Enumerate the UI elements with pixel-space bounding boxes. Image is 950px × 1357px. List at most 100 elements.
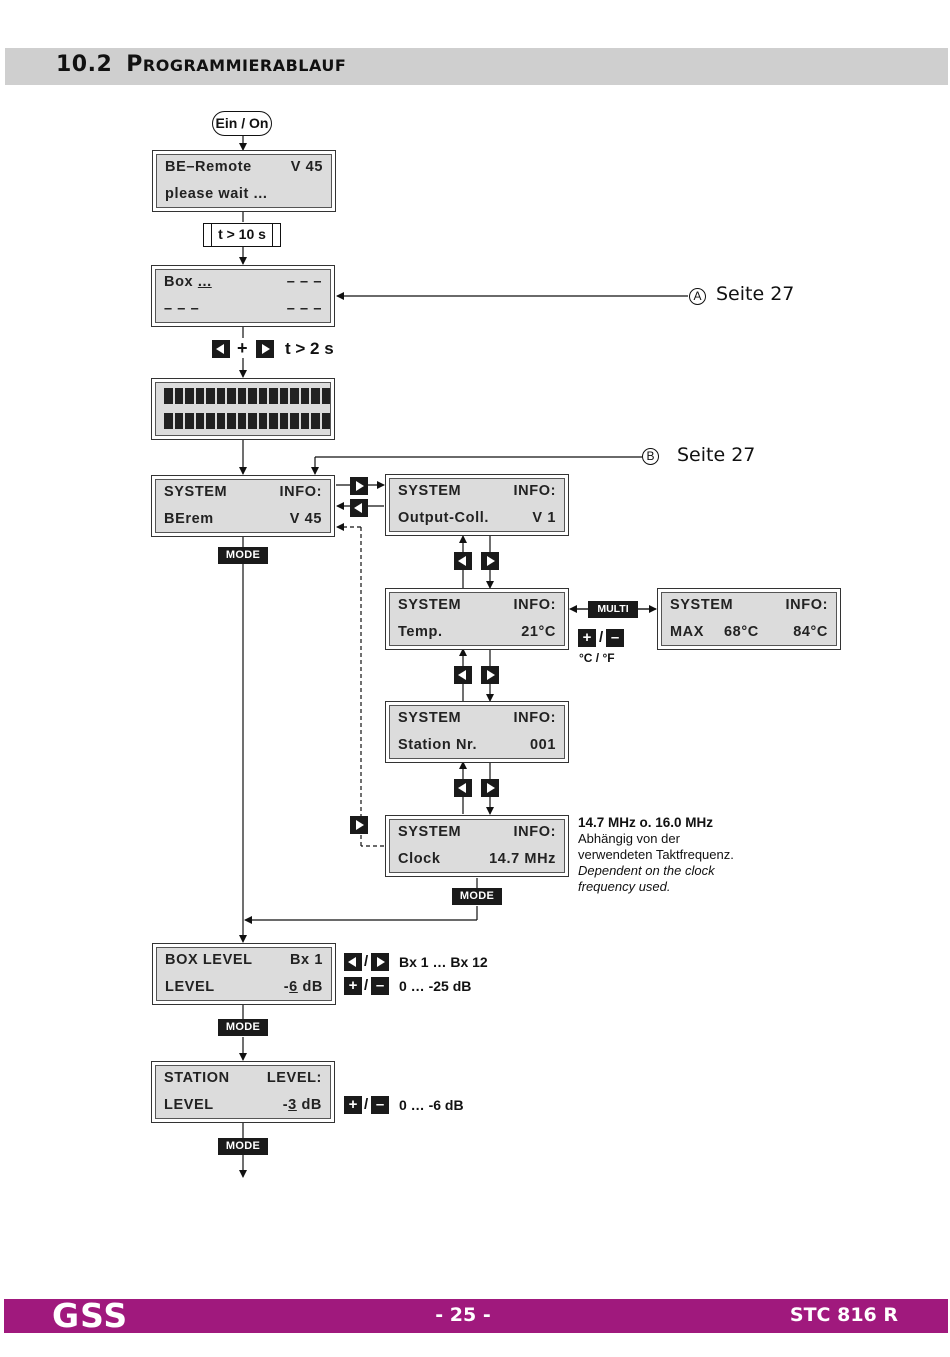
mode-button[interactable]: MODE xyxy=(452,888,502,905)
key-separator: / xyxy=(364,953,369,970)
section-title-rest: ROGRAMMIERABLAUF xyxy=(142,56,347,75)
lcd-text: - xyxy=(283,979,290,995)
mode-button[interactable]: MODE xyxy=(218,547,268,564)
brand-logo: GSS xyxy=(52,1296,129,1335)
lcd-text: LEVEL: xyxy=(266,1070,322,1086)
lcd-text: SYSTEM xyxy=(670,597,734,613)
reference-marker-a: A xyxy=(689,288,706,305)
lcd-text: Clock xyxy=(398,851,441,867)
left-key-icon[interactable] xyxy=(454,779,472,797)
clock-note-title: 14.7 MHz o. 16.0 MHz xyxy=(578,815,714,830)
plus-key[interactable]: + xyxy=(344,977,362,995)
page-number: - 25 - xyxy=(435,1304,491,1326)
minus-key[interactable]: – xyxy=(371,977,389,995)
minus-key[interactable]: – xyxy=(371,1096,389,1114)
box-range: Bx 1 … Bx 12 xyxy=(399,954,488,970)
lcd-block-row xyxy=(164,413,330,429)
hold-time: t > 2 s xyxy=(285,339,334,358)
lcd-text: please wait ... xyxy=(165,186,268,202)
lcd-text: dB xyxy=(297,979,323,995)
lcd-text: V 1 xyxy=(532,510,556,526)
left-key-icon[interactable] xyxy=(454,552,472,570)
box-level-range: 0 … -25 dB xyxy=(399,978,472,994)
minus-key[interactable]: – xyxy=(606,629,624,647)
lcd-text: BE–Remote xyxy=(165,159,252,175)
lcd-text: SYSTEM xyxy=(398,597,462,613)
left-key-icon xyxy=(212,340,230,358)
section-number: 10.2 xyxy=(56,52,113,77)
lcd-text: V 45 xyxy=(290,159,323,175)
lcd-text: 21°C xyxy=(521,624,556,640)
lcd-text: BOX LEVEL xyxy=(165,952,253,968)
key-plus: + xyxy=(237,338,248,358)
reference-page-b: Seite 27 xyxy=(677,444,756,466)
lcd-text: Output-Coll. xyxy=(398,510,489,526)
lcd-text: 6 xyxy=(289,979,298,995)
lcd-block-row xyxy=(164,388,330,404)
lcd-text: Bx 1 xyxy=(289,952,323,968)
mode-button[interactable]: MODE xyxy=(218,1019,268,1036)
right-key-icon[interactable] xyxy=(481,552,499,570)
mode-button[interactable]: MODE xyxy=(218,1138,268,1155)
lcd-text: V 45 xyxy=(289,511,322,527)
clock-note-de: verwendeten Taktfrequenz. xyxy=(578,847,734,862)
lcd-text: Station Nr. xyxy=(398,737,478,753)
lcd-text: ... xyxy=(197,274,212,290)
clock-note-de: Abhängig von der xyxy=(578,831,680,846)
lcd-system-info-max: SYSTEM INFO: MAX 68°C 84°C xyxy=(657,588,841,650)
model-name: STC 816 R xyxy=(789,1304,898,1326)
lcd-text: INFO: xyxy=(785,597,828,613)
left-key-icon[interactable] xyxy=(350,499,368,517)
lcd-system-info-clock: SYSTEM INFO: Clock 14.7 MHz xyxy=(385,815,569,877)
lcd-text: SYSTEM xyxy=(398,710,462,726)
lcd-text: 3 xyxy=(288,1097,297,1113)
lcd-box: Box ... – – – – – – – – – xyxy=(151,265,335,327)
temp-unit-toggle: °C / °F xyxy=(579,651,615,665)
station-level-range: 0 … -6 dB xyxy=(399,1097,464,1113)
right-key-icon[interactable] xyxy=(481,666,499,684)
section-title-initial: P xyxy=(126,52,143,77)
lcd-text: Box xyxy=(164,274,194,290)
right-key-icon[interactable] xyxy=(350,816,368,834)
key-separator: / xyxy=(364,977,369,994)
lcd-text: 68°C xyxy=(724,624,759,640)
timer-condition: t > 10 s xyxy=(203,223,281,247)
lcd-text: LEVEL xyxy=(164,1097,214,1113)
plus-key[interactable]: + xyxy=(578,629,596,647)
section-title: 10.2 PROGRAMMIERABLAUF xyxy=(56,52,346,77)
left-key-icon[interactable] xyxy=(454,666,472,684)
lcd-text: INFO: xyxy=(513,483,556,499)
left-key-icon[interactable] xyxy=(344,953,362,971)
clock-note: 14.7 MHz o. 16.0 MHz Abhängig von der ve… xyxy=(578,815,734,895)
lcd-text: – – – xyxy=(286,274,322,290)
lcd-text: SYSTEM xyxy=(164,484,228,500)
lcd-boot: BE–Remote V 45 please wait ... xyxy=(152,150,336,212)
lcd-text: – – – xyxy=(286,301,322,317)
right-key-icon[interactable] xyxy=(350,477,368,495)
multi-button[interactable]: MULTI xyxy=(588,601,638,618)
reference-page-a: Seite 27 xyxy=(716,283,795,305)
lcd-text: INFO: xyxy=(513,824,556,840)
lcd-text: – – – xyxy=(164,301,200,317)
lcd-text: MAX xyxy=(670,624,705,640)
lcd-text: INFO: xyxy=(513,597,556,613)
lcd-text: dB xyxy=(296,1097,322,1113)
lcd-text: INFO: xyxy=(513,710,556,726)
lcd-text: 14.7 MHz xyxy=(489,851,556,867)
lcd-text: - xyxy=(282,1097,289,1113)
lcd-text: 84°C xyxy=(793,624,828,640)
right-key-icon[interactable] xyxy=(481,779,499,797)
right-key-icon xyxy=(256,340,274,358)
reference-marker-b: B xyxy=(642,448,659,465)
plus-key[interactable]: + xyxy=(344,1096,362,1114)
right-key-icon[interactable] xyxy=(371,953,389,971)
footer-bar xyxy=(4,1299,948,1333)
lcd-text: SYSTEM xyxy=(398,824,462,840)
power-on-start: Ein / On xyxy=(212,111,272,136)
